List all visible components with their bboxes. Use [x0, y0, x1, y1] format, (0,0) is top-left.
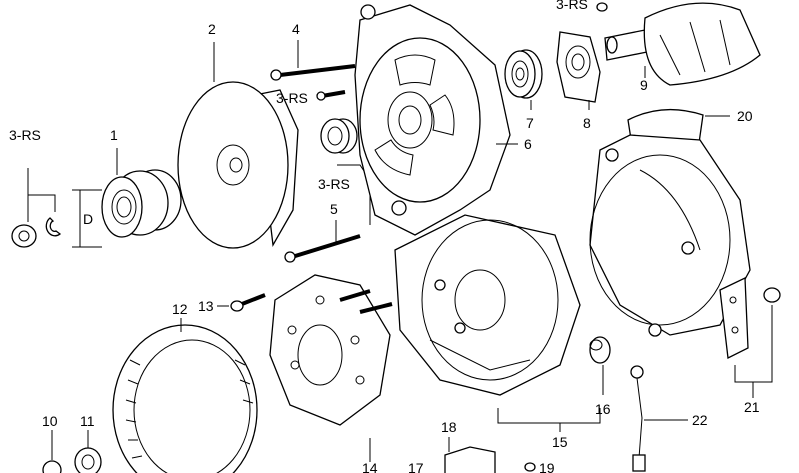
- callout-labels: 2 4 3-RS 3-RS 1 3-RS 5 6 3-RS 7 8 9 20 D…: [9, 0, 760, 473]
- part-11: [74, 430, 102, 473]
- callout-22: 22: [692, 412, 708, 428]
- callout-19: 19: [539, 460, 555, 473]
- callout-4: 4: [292, 21, 300, 37]
- part-pulley: [72, 148, 182, 248]
- callout-14: 14: [362, 460, 378, 473]
- part-stator-housing: [394, 214, 581, 396]
- callout-7: 7: [526, 115, 534, 131]
- callout-9: 9: [640, 77, 648, 93]
- callout-8: 8: [583, 115, 591, 131]
- callout-16: 16: [595, 401, 611, 417]
- callout-3rs-mid: 3-RS: [276, 90, 308, 106]
- part-screw-top: [596, 2, 608, 12]
- part-cover-plate: [556, 31, 601, 110]
- callout-11: 11: [80, 413, 95, 429]
- callout-3rs-low: 3-RS: [318, 176, 350, 192]
- part-10: [42, 430, 62, 473]
- part-bracket: [719, 276, 781, 398]
- part-slip-ring-housing: [589, 108, 751, 337]
- callout-3rs-top: 3-RS: [556, 0, 588, 12]
- part-regulator: [444, 437, 536, 473]
- part-wire: [630, 365, 688, 472]
- callout-13: 13: [198, 298, 214, 314]
- callout-5: 5: [330, 201, 338, 217]
- callout-3rs-left: 3-RS: [9, 127, 41, 143]
- part-stator-winding: [112, 318, 258, 473]
- callout-15: 15: [552, 434, 568, 450]
- part-drive-end-housing: [354, 4, 518, 236]
- callout-2: 2: [208, 21, 216, 37]
- callout-1: 1: [110, 127, 118, 143]
- part-bolt-4: [270, 40, 356, 81]
- part-bolt-3rs-mid: [316, 90, 346, 101]
- callout-17: 17: [408, 460, 424, 473]
- part-rotor: [604, 2, 761, 86]
- callout-12: 12: [172, 301, 188, 317]
- part-bearing: [504, 49, 543, 110]
- callout-18: 18: [441, 419, 457, 435]
- part-rectifier: [269, 274, 393, 462]
- callout-6: 6: [524, 136, 532, 152]
- callout-dimension-d: D: [83, 211, 93, 227]
- part-screw-13: [217, 293, 266, 312]
- callout-20: 20: [737, 108, 753, 124]
- part-bush: [589, 336, 611, 395]
- part-fan: [177, 42, 299, 249]
- part-nut-washer: [11, 168, 62, 248]
- callout-21: 21: [744, 399, 760, 415]
- leader-15: [497, 408, 601, 424]
- part-bolt-5: [284, 220, 361, 263]
- callout-10: 10: [42, 413, 58, 429]
